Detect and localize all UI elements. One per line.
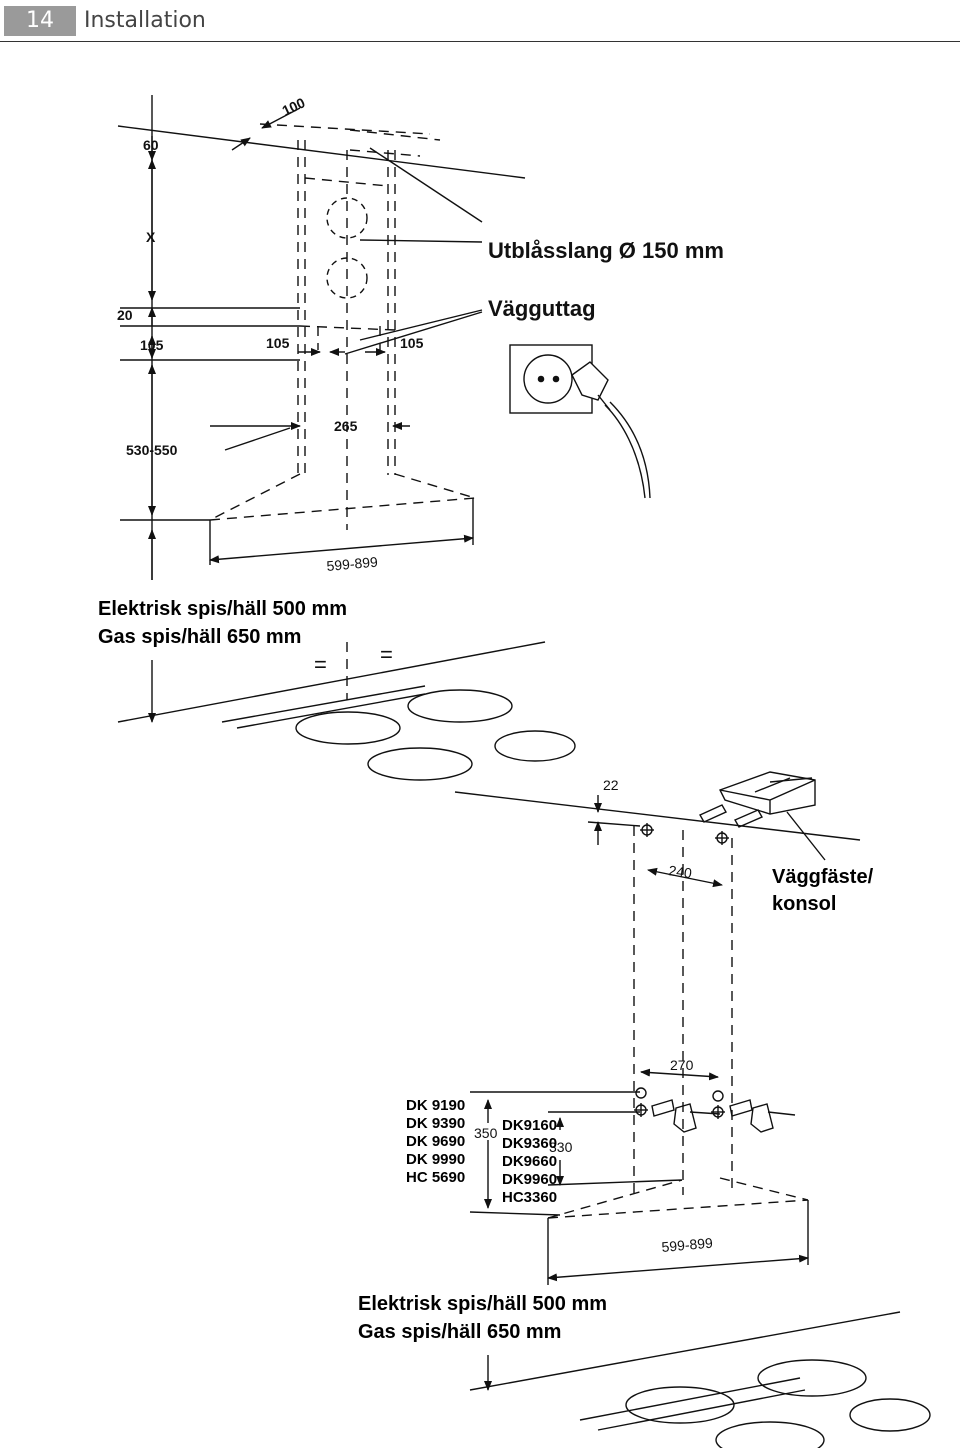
dim-350: 350 bbox=[474, 1125, 498, 1141]
bracket-label-line2: konsol bbox=[772, 893, 836, 915]
dim-265: 265 bbox=[334, 418, 358, 434]
dim-599-899-top: 599-899 bbox=[326, 554, 379, 574]
dim-20: 20 bbox=[117, 307, 133, 323]
equal-right: = bbox=[380, 642, 393, 667]
section-title: Installation bbox=[84, 8, 206, 33]
bottom-figure bbox=[454, 771, 931, 1448]
dim-100: 100 bbox=[280, 94, 308, 118]
dim-240: 240 bbox=[668, 862, 694, 881]
dim-105-mid: 105 bbox=[266, 335, 290, 351]
label-socket: Vägguttag bbox=[488, 296, 596, 321]
model-350-item: DK 9390 bbox=[406, 1115, 465, 1132]
dim-599-899-bottom: 599-899 bbox=[661, 1235, 714, 1255]
model-330-item: DK9360 bbox=[502, 1135, 557, 1152]
model-330-item: DK9660 bbox=[502, 1153, 557, 1170]
bracket-label-line1: Väggfäste/ bbox=[772, 866, 874, 888]
dim-x: X bbox=[146, 229, 156, 245]
model-350-item: DK 9190 bbox=[406, 1097, 465, 1114]
cooktop-text-bottom-line2: Gas spis/häll 650 mm bbox=[358, 1321, 561, 1343]
model-350-item: HC 5690 bbox=[406, 1169, 465, 1186]
cooktop-text-line1: Elektrisk spis/häll 500 mm bbox=[98, 598, 347, 620]
equal-left: = bbox=[314, 652, 327, 677]
top-figure bbox=[117, 95, 651, 781]
label-exhaust: Utblåsslang Ø 150 mm bbox=[488, 238, 724, 263]
plug bbox=[571, 361, 609, 401]
dim-530-550: 530-550 bbox=[126, 442, 178, 458]
cooktop-top bbox=[221, 685, 426, 729]
dim-105-left: 105 bbox=[140, 337, 164, 353]
wall-bracket bbox=[719, 771, 816, 815]
ceiling-line bbox=[117, 125, 526, 179]
model-350-item: DK 9690 bbox=[406, 1133, 465, 1150]
model-330-item: HC3360 bbox=[502, 1189, 557, 1206]
models-350-list: DK 9190 DK 9390 DK 9690 DK 9990 HC 5690 bbox=[406, 1097, 465, 1186]
model-330-item: DK9160 bbox=[502, 1117, 557, 1134]
cooktop-text-line2: Gas spis/häll 650 mm bbox=[98, 626, 301, 648]
model-350-item: DK 9990 bbox=[406, 1151, 465, 1168]
page-header: 14 Installation bbox=[0, 0, 960, 44]
cooktop-text-bottom-line1: Elektrisk spis/häll 500 mm bbox=[358, 1293, 607, 1315]
header-rule bbox=[0, 41, 960, 42]
dim-270: 270 bbox=[670, 1057, 694, 1073]
model-330-item: DK9960 bbox=[502, 1171, 557, 1188]
dim-105-right: 105 bbox=[400, 335, 424, 351]
page-number: 14 bbox=[4, 6, 76, 36]
dim-22: 22 bbox=[603, 777, 619, 793]
models-330-list: DK9160 DK9360 DK9660 DK9960 HC3360 bbox=[502, 1117, 557, 1206]
dim-330: 330 bbox=[549, 1139, 573, 1155]
dim-60: 60 bbox=[143, 137, 159, 153]
